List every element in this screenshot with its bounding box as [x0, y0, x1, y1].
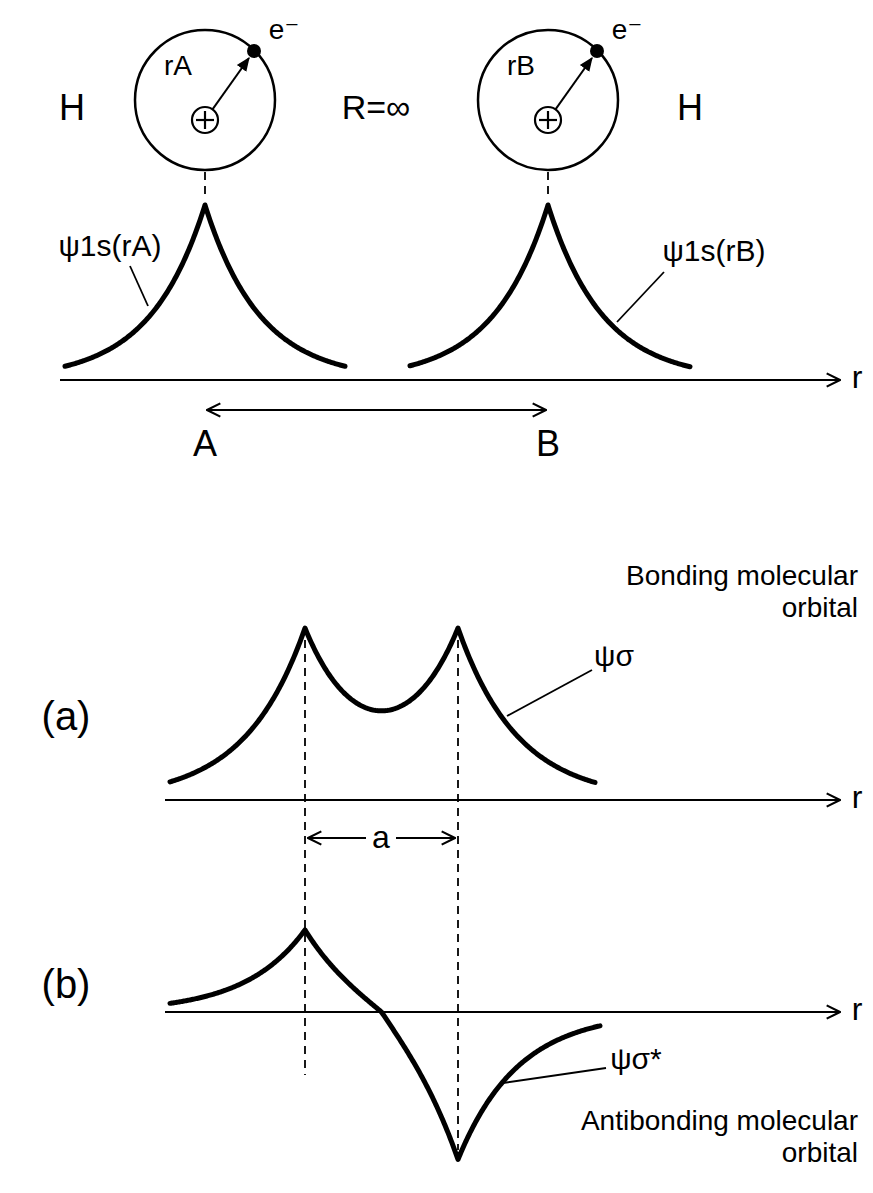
atom-symbol: H	[59, 88, 85, 128]
electron	[590, 44, 604, 58]
axis-label: r	[852, 360, 863, 395]
atomic-orbital-curve	[410, 205, 690, 367]
electron	[247, 44, 261, 58]
vector-label: rB	[507, 51, 535, 82]
axis-label: r	[852, 780, 863, 815]
vector-label: rA	[164, 51, 192, 82]
nucleus-label: B	[536, 424, 560, 464]
nucleus	[192, 107, 218, 133]
wavefunction-label: ψ1s(rB)	[662, 234, 765, 267]
r-axis	[165, 799, 840, 801]
antibonding-orbital-curve	[170, 930, 600, 1160]
nucleus-plus	[204, 111, 206, 129]
axis-label: r	[852, 992, 863, 1027]
panel-label: (a)	[42, 694, 91, 738]
guide-line	[457, 640, 459, 1150]
separation-arrow	[207, 409, 546, 411]
spacing-arrow	[308, 837, 366, 839]
distance-label: R=∞	[342, 89, 411, 126]
wavefunction-curves	[65, 205, 690, 1160]
leader-line	[503, 1068, 606, 1083]
spacing-label: a	[372, 820, 390, 855]
guide-line	[547, 172, 549, 200]
electron-label: e⁻	[612, 15, 642, 46]
leader-line	[130, 266, 148, 306]
atom-symbol: H	[677, 88, 703, 128]
spacing-arrow	[396, 837, 455, 839]
r-axis	[60, 379, 840, 381]
orbital-caption: Bonding molecular orbital	[588, 560, 858, 624]
panel-label: (b)	[42, 962, 91, 1006]
atom-orbit	[135, 30, 275, 170]
wavefunction-label: ψ1s(rA)	[58, 229, 161, 262]
nucleus-label: A	[193, 424, 217, 464]
r-axis	[165, 1011, 840, 1013]
wavefunction-label: ψσ*	[610, 1042, 662, 1075]
nucleus	[535, 107, 561, 133]
guide-line	[204, 172, 206, 200]
wavefunction-label: ψσ	[594, 639, 634, 672]
leader-line	[617, 272, 664, 322]
orbital-caption: Antibonding molecular orbital	[568, 1105, 858, 1169]
nucleus-plus	[547, 111, 549, 129]
atom-orbit	[478, 30, 618, 170]
bonding-orbital-curve	[170, 628, 595, 782]
position-vector	[213, 58, 250, 109]
leader-line	[507, 670, 592, 716]
guide-line	[304, 640, 306, 1075]
electron-label: e⁻	[269, 15, 299, 46]
position-vector	[556, 58, 593, 109]
